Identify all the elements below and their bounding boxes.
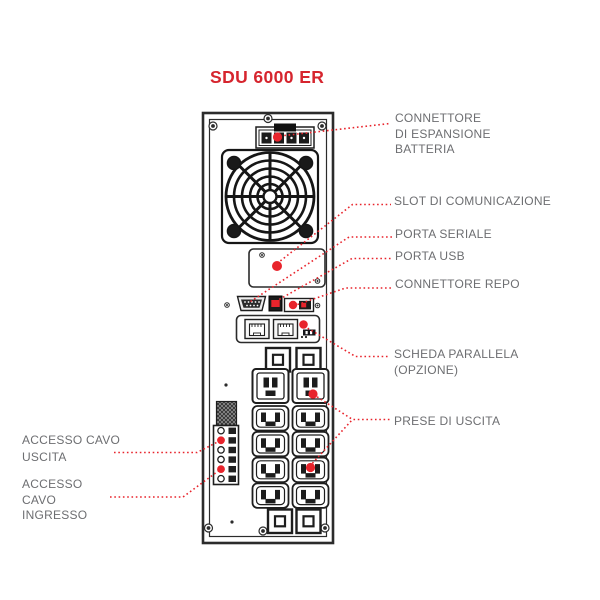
callout-label-comm-slot: SLOT DI COMUNICAZIONE (394, 194, 552, 208)
callout-label-outlets: PRESE DI USCITA (394, 414, 501, 428)
screw-icon (208, 121, 218, 131)
callout-label-cable-out: ACCESSO CAVO USCITA (22, 433, 121, 464)
callout-label-repo: CONNETTORE REPO (395, 277, 520, 291)
screw-icon (259, 252, 265, 258)
callout-markers (217, 132, 318, 473)
parallel-card-plate (235, 314, 321, 344)
callout-line-outlets-lower (308, 418, 354, 468)
c13-outlet (291, 430, 330, 458)
callout-line-serial (250, 236, 392, 303)
marker-c19-outlet (308, 389, 318, 399)
c13-outlet (291, 482, 330, 509)
circuit-breaker (295, 346, 322, 373)
vent-hole (230, 520, 234, 524)
marker-cable-out (217, 436, 225, 445)
screw-icon (314, 302, 321, 309)
c19-outlet (251, 368, 290, 404)
callout-lines (110, 122, 393, 498)
c13-outlet (251, 456, 290, 484)
cable-access-terminal (212, 400, 240, 486)
c13-outlet (291, 405, 330, 432)
screw-icon (203, 523, 214, 533)
callout-line-battery (279, 122, 391, 137)
screw-icon (258, 526, 268, 536)
c13-outlet (251, 482, 290, 509)
usb-port (268, 295, 283, 312)
circuit-breaker (264, 346, 292, 373)
callout-label-cable-in: ACCESSO CAVO INGRESSO (22, 477, 88, 522)
c13-outlet (251, 430, 290, 458)
screw-icon (224, 302, 230, 308)
screw-icon (263, 113, 273, 124)
callout-label-parallel-card: SCHEDA PARALLELA (OPZIONE) (394, 347, 519, 377)
marker-parallel (299, 320, 308, 329)
callout-label-usb-port: PORTA USB (395, 249, 465, 263)
rj45-port (272, 318, 299, 340)
marker-battery (272, 132, 283, 142)
screw-icon (314, 278, 321, 284)
circuit-breaker (266, 508, 294, 535)
dip-switch (303, 329, 316, 336)
marker-cable-in (217, 465, 225, 473)
screw-icon (320, 523, 330, 533)
c19-outlet (291, 368, 330, 404)
callout-line-cable-out (114, 439, 222, 454)
marker-comm-slot (272, 261, 282, 271)
vent-hole (224, 383, 228, 387)
chassis-screws (203, 113, 330, 536)
io-ports-row (224, 295, 321, 313)
screw-icon (317, 121, 327, 131)
callout-line-repo (297, 287, 393, 306)
marker-repo (288, 300, 298, 310)
callout-label-serial-port: PORTA SERIALE (395, 227, 492, 241)
rj45-port (244, 318, 270, 340)
callout-line-cable-in (110, 468, 222, 498)
serial-port-db9 (236, 295, 267, 312)
marker-c13-outlet (305, 462, 316, 473)
callout-line-comm-slot (276, 203, 391, 265)
callout-label-battery-expansion: CONNETTORE DI ESPANSIONE BATTERIA (395, 111, 491, 156)
communication-slot (248, 248, 326, 288)
cooling-fan (220, 148, 320, 245)
product-title: SDU 6000 ER (210, 67, 325, 87)
c13-outlet (251, 405, 290, 432)
circuit-breaker (295, 508, 322, 535)
